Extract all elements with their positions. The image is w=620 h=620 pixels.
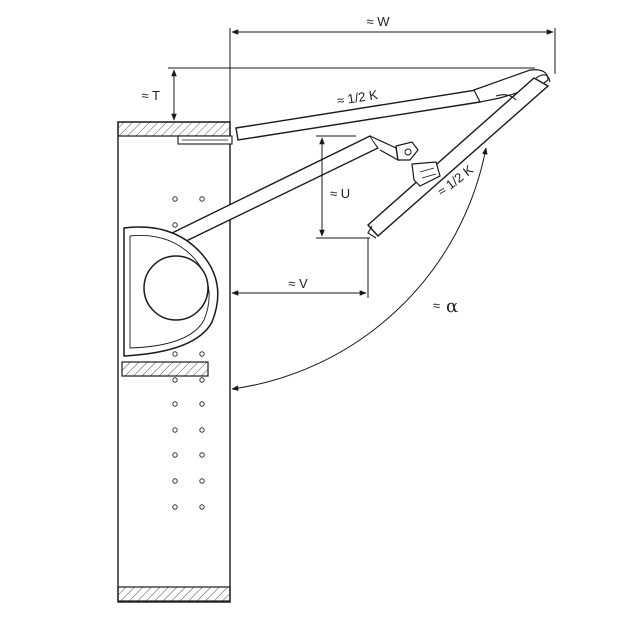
label-alpha-prefix: ≈: [433, 298, 440, 313]
arm-connector-bracket: [395, 141, 441, 187]
dimension-v: ≈ V: [231, 238, 369, 298]
flap-door: [235, 69, 549, 141]
cabinet-shelf: [121, 361, 209, 377]
dimension-w: ≈ W: [229, 14, 556, 122]
label-w: ≈ W: [366, 14, 390, 29]
cabinet-top-panel: [117, 121, 231, 137]
label-u: ≈ U: [330, 186, 350, 201]
label-k-top: ≈ 1/2 K: [336, 87, 379, 108]
label-t: ≈ T: [142, 88, 161, 103]
label-v: ≈ V: [288, 276, 308, 291]
cabinet-bottom-panel: [117, 586, 231, 602]
dimension-k-top: ≈ 1/2 K: [336, 87, 379, 108]
dimension-alpha: ≈ α: [231, 147, 488, 391]
dimension-t: ≈ T: [142, 67, 535, 121]
mechanism-housing: [123, 226, 219, 357]
flap-hinge: [177, 135, 233, 145]
label-alpha-symbol: α: [446, 296, 458, 317]
